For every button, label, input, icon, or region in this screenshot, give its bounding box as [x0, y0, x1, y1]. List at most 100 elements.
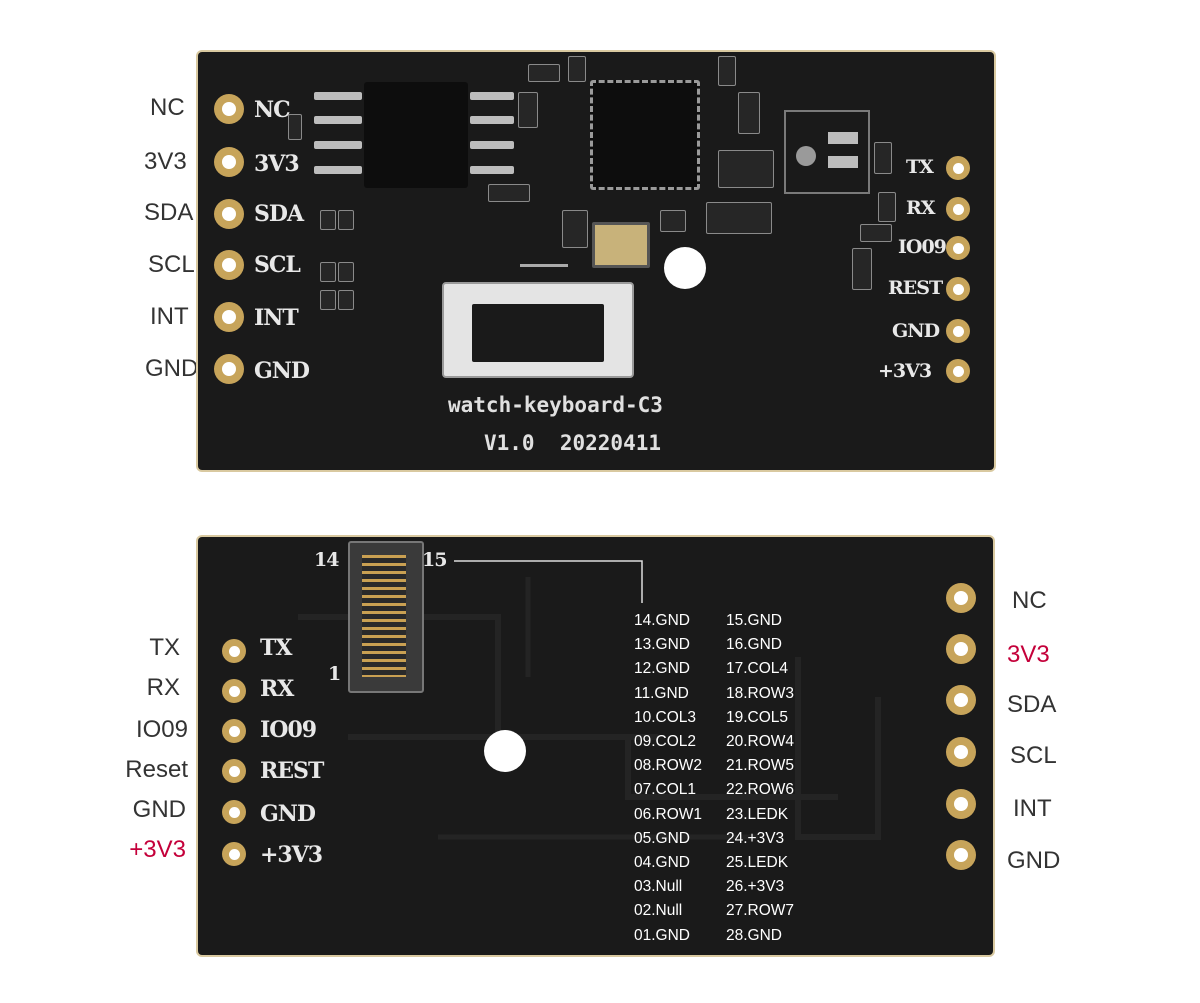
bottom-pad-sda-right — [946, 685, 976, 715]
top-pad-gnd-right — [946, 319, 970, 343]
bottom-pad-io09 — [222, 719, 246, 743]
pinout-entry: 02.Null — [634, 902, 683, 920]
bottom-pad-rx — [222, 679, 246, 703]
pinout-entry: 25.LEDK — [726, 854, 789, 872]
passive — [860, 224, 892, 242]
bottom-silk-tx: TX — [260, 635, 292, 661]
pinout-entry: 10.COL3 — [634, 708, 697, 726]
bottom-pad-3v3 — [222, 842, 246, 866]
top-pad-3v3 — [214, 147, 244, 177]
passive — [738, 92, 760, 134]
bottom-pad-gnd — [222, 800, 246, 824]
mounting-hole — [664, 247, 706, 289]
passive — [338, 210, 354, 230]
top-silk-3v3-right: +3V3 — [878, 360, 932, 382]
bottom-pad-tx — [222, 639, 246, 663]
passive — [320, 262, 336, 282]
passive — [288, 114, 302, 140]
passive — [874, 142, 892, 174]
top-pad-rest — [946, 277, 970, 301]
top-pad-gnd — [214, 354, 244, 384]
pinout-right-column: 15.GND 16.GND 17.COL4 18.ROW3 19.COL5 20… — [726, 609, 794, 948]
pinout-entry: 01.GND — [634, 926, 690, 944]
top-silk-tx: TX — [906, 156, 934, 178]
crystal — [592, 222, 650, 268]
passive — [488, 184, 530, 202]
bottom-right-label-sda: SDA — [1007, 691, 1057, 718]
bottom-left-label-rx: RX — [146, 674, 180, 701]
top-pad-io09 — [946, 236, 970, 260]
top-pad-nc — [214, 94, 244, 124]
top-pad-int — [214, 302, 244, 332]
top-silk-sda: SDA — [254, 201, 304, 227]
board-to-board-connector — [348, 541, 424, 693]
top-pad-rx — [946, 197, 970, 221]
passive — [338, 262, 354, 282]
top-silk-3v3: 3V3 — [254, 151, 300, 177]
pinout-entry: 06.ROW1 — [634, 805, 703, 823]
top-left-label-int: INT — [150, 303, 189, 330]
bottom-right-label-int: INT — [1013, 795, 1052, 822]
passive — [528, 64, 560, 82]
board-version: V1.0 20220411 — [484, 431, 662, 455]
bottom-silk-rest: REST — [260, 758, 324, 784]
top-silk-scl: SCL — [254, 252, 301, 278]
passive — [878, 192, 896, 222]
pinout-entry: 28.GND — [726, 926, 782, 944]
pinout-entry: 04.GND — [634, 854, 690, 872]
top-pad-tx — [946, 156, 970, 180]
passive — [518, 92, 538, 128]
passive — [852, 248, 872, 290]
regulator-outline — [784, 110, 870, 194]
passive — [568, 56, 586, 82]
bottom-right-label-scl: SCL — [1010, 742, 1057, 769]
pinout-entry: 21.ROW5 — [726, 757, 795, 775]
pinout-entry: 18.ROW3 — [726, 684, 795, 702]
pinout-entry: 12.GND — [634, 660, 690, 678]
pinout-entry: 05.GND — [634, 829, 690, 847]
connector-mark-14: 14 — [314, 549, 339, 571]
pinout-entry: 16.GND — [726, 636, 782, 654]
passive — [338, 290, 354, 310]
bottom-left-label-gnd: GND — [132, 796, 186, 823]
top-silk-nc: NC — [254, 97, 291, 123]
top-pcb-board: NC 3V3 SDA SCL INT GND — [198, 52, 994, 470]
top-left-label-gnd: GND — [145, 355, 199, 382]
top-silk-rx: RX — [906, 197, 936, 219]
pinout-entry: 24.+3V3 — [726, 829, 785, 847]
bottom-silk-io09: IO09 — [260, 717, 317, 743]
pinout-entry: 27.ROW7 — [726, 902, 795, 920]
bottom-left-label-tx: TX — [149, 634, 180, 661]
bottom-pad-int-right — [946, 789, 976, 819]
pinout-entry: 09.COL2 — [634, 733, 697, 751]
top-silk-rest: REST — [888, 277, 943, 299]
top-left-label-sda: SDA — [144, 199, 194, 226]
passive — [718, 56, 736, 86]
bottom-right-label-gnd: GND — [1007, 847, 1061, 874]
bottom-pad-nc-right — [946, 583, 976, 613]
bottom-silk-3v3: +3V3 — [260, 842, 323, 868]
fpc-connector — [442, 264, 634, 388]
bottom-pad-scl-right — [946, 737, 976, 767]
top-pad-scl — [214, 250, 244, 280]
board-title: watch-keyboard-C3 — [448, 393, 663, 417]
passive — [706, 202, 772, 234]
pinout-entry: 03.Null — [634, 878, 683, 896]
top-left-label-3v3: 3V3 — [144, 148, 187, 175]
bottom-left-label-io09: IO09 — [135, 716, 188, 743]
top-pad-sda — [214, 199, 244, 229]
bottom-right-label-nc: NC — [1012, 587, 1047, 614]
top-left-label-nc: NC — [150, 94, 185, 121]
pinout-entry: 22.ROW6 — [726, 781, 795, 799]
passive — [320, 290, 336, 310]
pinout-entry: 17.COL4 — [726, 660, 789, 678]
top-left-label-scl: SCL — [148, 251, 195, 278]
bottom-left-label-3v3: +3V3 — [129, 836, 186, 863]
bottom-left-label-reset: Reset — [125, 756, 188, 783]
connector-mark-15: 15 — [422, 549, 447, 571]
bottom-mounting-hole — [484, 730, 526, 772]
bottom-silk-gnd: GND — [260, 801, 316, 827]
top-pad-3v3-right — [946, 359, 970, 383]
pinout-entry: 13.GND — [634, 636, 690, 654]
pinout-left-column: 14.GND 13.GND 12.GND 11.GND 10.COL3 09.C… — [634, 609, 702, 948]
